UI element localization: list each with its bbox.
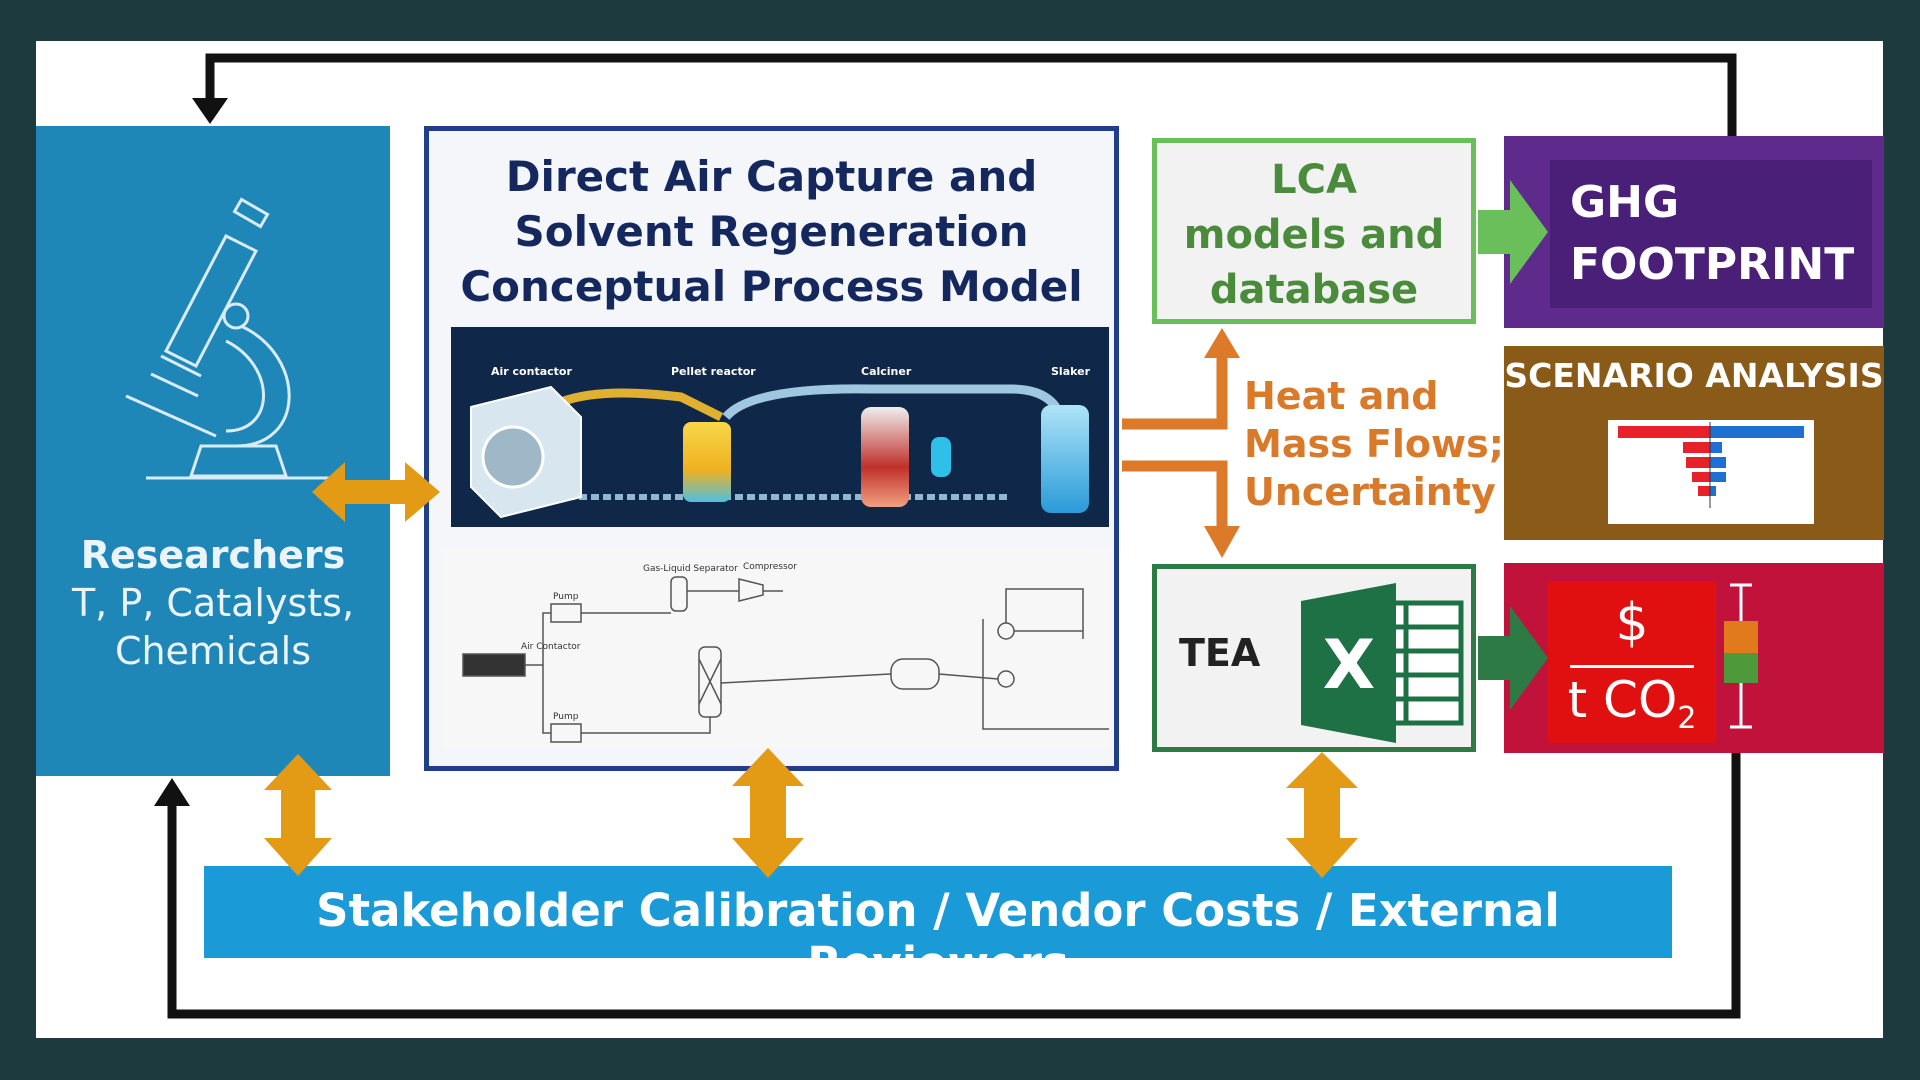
scenario-analysis-box: SCENARIO ANALYSIS <box>1504 346 1884 540</box>
tornado-bar-5-low <box>1698 486 1710 496</box>
cost-per-tonne-box: $ t CO2 <box>1504 563 1884 753</box>
pfd-label-air-contactor: Air Contactor <box>521 642 581 652</box>
process-title-line-1: Direct Air Capture and <box>505 152 1038 201</box>
ghg-line-1: GHG <box>1570 177 1680 228</box>
microscope-icon <box>125 197 336 480</box>
process-model-title: Direct Air Capture and Solvent Regenerat… <box>429 149 1114 314</box>
process-flow-diagram-graphic: Gas-Liquid Separator Compressor Pump Air… <box>462 562 1109 743</box>
tornado-bar-1-high <box>1710 426 1804 438</box>
process-illustration: Air contactor Pellet reactor Calciner Sl… <box>451 327 1109 527</box>
process-model-box: Direct Air Capture and Solvent Regenerat… <box>424 126 1119 771</box>
illustration-label-air-contactor: Air contactor <box>491 365 572 378</box>
excel-letter: X <box>1323 626 1375 705</box>
tornado-bar-2-low <box>1683 442 1710 453</box>
tornado-bar-4-low <box>1692 472 1710 482</box>
researchers-title: Researchers <box>80 533 346 577</box>
lca-line-2: models and <box>1183 212 1445 258</box>
researchers-line-2: Chemicals <box>114 629 312 673</box>
cost-denominator-text: t CO <box>1567 671 1678 729</box>
ghg-line-2: FOOTPRINT <box>1570 239 1855 290</box>
excel-icon: X <box>1301 583 1464 743</box>
process-illustration-graphic: Air contactor Pellet reactor Calciner Sl… <box>470 365 1091 519</box>
process-title-line-2: Solvent Regeneration <box>514 207 1029 256</box>
cost-fraction-line <box>1570 665 1694 668</box>
cost-denominator: t CO2 <box>1548 671 1716 736</box>
flows-line-2: Mass Flows; <box>1244 422 1504 466</box>
tornado-bar-1-low <box>1618 426 1710 438</box>
tornado-bar-3-high <box>1710 457 1726 468</box>
process-title-line-3: Conceptual Process Model <box>460 262 1083 311</box>
illustration-label-slaker: Slaker <box>1051 365 1091 378</box>
pfd-label-compressor: Compressor <box>743 562 797 572</box>
pfd-label-pump-top: Pump <box>553 592 579 602</box>
lca-line-3: database <box>1209 267 1419 313</box>
tornado-bar-5-high <box>1710 486 1716 496</box>
cost-subscript: 2 <box>1677 701 1697 736</box>
researchers-text: Researchers T, P, Catalysts, Chemicals <box>36 531 390 675</box>
tornado-bar-3-low <box>1686 457 1710 468</box>
researchers-line-1: T, P, Catalysts, <box>71 581 355 625</box>
pfd-label-separator: Gas-Liquid Separator <box>643 564 738 574</box>
cost-numerator: $ <box>1615 593 1649 653</box>
ghg-footprint-panel: GHG FOOTPRINT <box>1550 160 1872 308</box>
tea-box: TEA X <box>1152 564 1476 752</box>
flows-line-1: Heat and <box>1244 374 1439 418</box>
flows-line-3: Uncertainty <box>1244 470 1496 514</box>
illustration-label-calciner: Calciner <box>861 365 912 378</box>
heat-mass-flows-label: Heat and Mass Flows; Uncertainty <box>1244 372 1504 516</box>
lca-line-1: LCA <box>1271 157 1357 203</box>
cost-panel: $ t CO2 <box>1548 581 1716 743</box>
tornado-chart-graphic <box>1618 422 1804 508</box>
tornado-chart <box>1608 420 1814 524</box>
stakeholder-label: Stakeholder Calibration / Vendor Costs /… <box>316 884 1560 990</box>
stakeholder-bar: Stakeholder Calibration / Vendor Costs /… <box>204 866 1672 990</box>
pfd-label-pump-bottom: Pump <box>553 712 579 722</box>
uncertainty-boxplot-icon <box>1724 583 1758 729</box>
tea-label: TEA <box>1179 631 1261 675</box>
lca-box: LCA models and database <box>1152 138 1476 324</box>
ghg-footprint-box: GHG FOOTPRINT <box>1504 136 1884 328</box>
tornado-bar-2-high <box>1710 442 1722 453</box>
researchers-box: Researchers T, P, Catalysts, Chemicals <box>36 126 390 776</box>
scenario-analysis-title: SCENARIO ANALYSIS <box>1504 356 1884 395</box>
tornado-bar-4-high <box>1710 472 1726 482</box>
illustration-label-pellet-reactor: Pellet reactor <box>671 365 756 378</box>
process-flow-diagram: Gas-Liquid Separator Compressor Pump Air… <box>443 549 1109 749</box>
